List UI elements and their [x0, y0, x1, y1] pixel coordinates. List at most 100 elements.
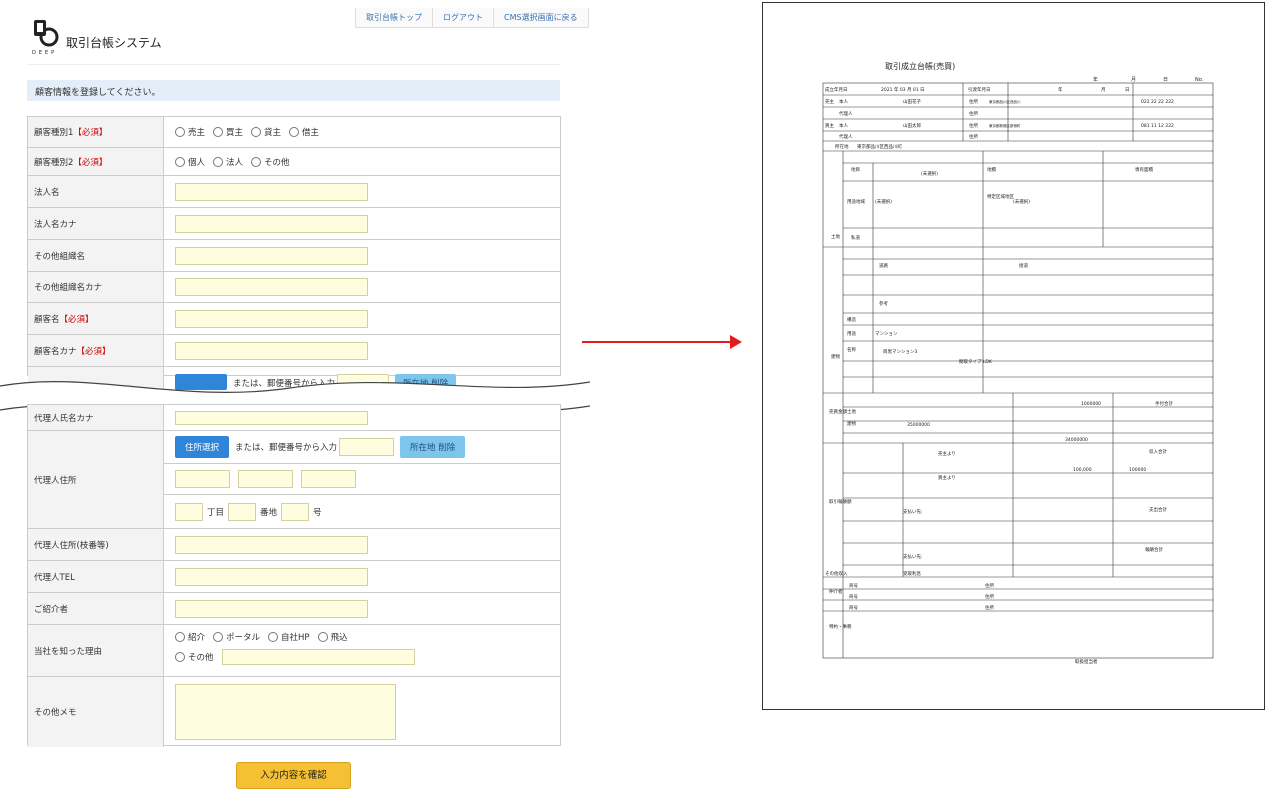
arrow-right-icon	[582, 335, 742, 349]
agent-postal-input[interactable]	[339, 438, 395, 456]
org-name-input[interactable]	[175, 246, 368, 265]
svg-text:参考: 参考	[879, 300, 888, 307]
svg-text:特定区域地区: 特定区域地区	[987, 193, 1014, 200]
svg-text:支払い先:: 支払い先:	[903, 553, 923, 560]
svg-text:買主: 買主	[825, 122, 834, 129]
row-customer-type2: 顧客種別2【必須】 個人 法人 その他	[28, 148, 560, 176]
notice-banner: 顧客情報を登録してください。	[27, 80, 560, 101]
nav-ledger-top-link[interactable]: 取引台帳トップ	[356, 8, 433, 28]
corp-kana-input[interactable]	[175, 214, 368, 233]
radio-lessee[interactable]: 借主	[289, 126, 319, 138]
svg-text:代理人: 代理人	[839, 133, 853, 140]
svg-text:土地: 土地	[831, 233, 840, 240]
svg-text:建物: 建物	[847, 420, 856, 427]
corp-name-input[interactable]	[175, 182, 368, 201]
radio-walkin[interactable]: 飛込	[317, 631, 348, 643]
banchi-input[interactable]	[228, 502, 257, 521]
svg-text:売主より: 売主より	[938, 450, 956, 457]
svg-text:100000: 100000	[1129, 467, 1146, 473]
svg-text:081 11 12 222: 081 11 12 222	[1141, 123, 1174, 129]
org-kana-input[interactable]	[175, 278, 368, 296]
svg-text:022 22 22 222: 022 22 22 222	[1141, 99, 1174, 105]
svg-text:私道: 私道	[851, 234, 860, 241]
row-customer-name: 顧客名【必須】	[28, 303, 560, 335]
svg-text:商号: 商号	[849, 593, 858, 600]
radio-buyer[interactable]: 買主	[213, 126, 243, 138]
address-clear-button[interactable]: 所在地 削除	[400, 436, 466, 458]
customer-kana-input[interactable]	[175, 341, 368, 360]
svg-text:2021 年 03 月 01 日: 2021 年 03 月 01 日	[881, 86, 925, 93]
svg-text:月: 月	[1101, 87, 1106, 93]
radio-own-hp[interactable]: 自社HP	[268, 631, 310, 643]
svg-text:報酬合計: 報酬合計	[1145, 546, 1163, 553]
svg-text:35000000: 35000000	[907, 422, 930, 428]
svg-text:年: 年	[1093, 76, 1098, 83]
svg-text:住所: 住所	[969, 110, 978, 117]
svg-text:本人: 本人	[839, 98, 848, 105]
radio-portal[interactable]: ポータル	[213, 631, 260, 643]
svg-text:地目: 地目	[851, 166, 860, 173]
svg-text:その他収入: その他収入	[825, 570, 848, 577]
svg-text:買主より: 買主より	[938, 474, 956, 481]
prefecture-input[interactable]	[175, 470, 230, 488]
svg-text:売主: 売主	[825, 98, 834, 105]
svg-text:引渡年月日: 引渡年月日	[968, 86, 991, 93]
svg-text:支出合計: 支出合計	[1149, 506, 1167, 513]
svg-text:仲介者: 仲介者	[829, 588, 843, 595]
row-agent-kana: 代理人氏名カナ	[28, 405, 560, 431]
svg-text:東京都品川区西品川町: 東京都品川区西品川町	[857, 143, 902, 150]
city-input[interactable]	[238, 470, 293, 488]
row-referrer: ご紹介者	[28, 593, 560, 625]
go-input[interactable]	[281, 502, 310, 521]
address-select-button[interactable]: 住所選択	[175, 436, 230, 458]
radio-lessor[interactable]: 貸主	[251, 126, 281, 138]
svg-text:山田花子: 山田花子	[903, 98, 921, 105]
town-input[interactable]	[301, 470, 356, 488]
label-customer-type2: 顧客種別2【必須】	[28, 148, 164, 175]
radio-seller[interactable]: 売主	[175, 126, 205, 138]
agent-address-sub-input[interactable]	[175, 535, 368, 554]
radio-source-other[interactable]: その他	[175, 651, 214, 663]
svg-text:住所: 住所	[969, 122, 978, 129]
svg-text:間取タイプ LDK: 間取タイプ LDK	[959, 358, 993, 365]
referrer-input[interactable]	[175, 599, 368, 618]
source-other-input[interactable]	[221, 649, 415, 665]
row-agent-address: 代理人住所 住所選択 または、郵便番号から入力 所在地 削除 丁目 番地 号	[28, 431, 560, 529]
radio-group-customer-type2: 個人 法人 その他	[164, 148, 560, 175]
svg-text:地積: 地積	[987, 166, 996, 173]
agent-kana-input[interactable]	[175, 410, 368, 425]
customer-name-input[interactable]	[175, 309, 368, 328]
svg-text:東京都新宿区新宿町: 東京都新宿区新宿町	[989, 123, 1021, 128]
radio-corporation[interactable]: 法人	[213, 156, 243, 168]
svg-text:1000000: 1000000	[1081, 401, 1101, 407]
svg-text:(未選択): (未選択)	[1013, 198, 1030, 205]
svg-text:本人: 本人	[839, 122, 848, 129]
svg-text:専有面積: 専有面積	[1135, 166, 1153, 173]
svg-text:目黒マンション3: 目黒マンション3	[883, 349, 917, 355]
memo-textarea[interactable]	[175, 684, 396, 740]
svg-text:(未選択): (未選択)	[875, 198, 892, 205]
svg-text:建物: 建物	[831, 353, 840, 360]
radio-referral[interactable]: 紹介	[175, 631, 205, 643]
customer-form-upper: 顧客種別1【必須】 売主 買主 貸主 借主 顧客種別2【必須】 個人 法人 その…	[27, 116, 561, 397]
svg-text:商号: 商号	[849, 582, 858, 589]
nav-cms-back-link[interactable]: CMS選択画面に戻る	[494, 8, 589, 28]
svg-text:用途: 用途	[847, 330, 856, 337]
app-title: 取引台帳システム	[66, 36, 162, 50]
radio-individual[interactable]: 個人	[175, 156, 205, 168]
svg-text:年: 年	[1058, 86, 1063, 93]
row-customer-type1: 顧客種別1【必須】 売主 買主 貸主 借主	[28, 117, 560, 148]
customer-form-lower: 代理人氏名カナ 代理人住所 住所選択 または、郵便番号から入力 所在地 削除 丁…	[27, 404, 561, 747]
nav-logout-link[interactable]: ログアウト	[433, 8, 494, 28]
radio-other[interactable]: その他	[251, 156, 290, 168]
svg-text:東京都品川区西品川: 東京都品川区西品川	[989, 99, 1021, 104]
svg-text:支払い先:: 支払い先:	[903, 508, 923, 515]
row-corp-kana: 法人名カナ	[28, 208, 560, 240]
svg-text:住所: 住所	[985, 593, 994, 600]
partial-select-button[interactable]	[175, 374, 227, 390]
svg-text:道路: 道路	[879, 262, 888, 269]
chome-input[interactable]	[175, 502, 203, 521]
agent-tel-input[interactable]	[175, 567, 368, 586]
confirm-button[interactable]: 入力内容を確認	[236, 762, 351, 789]
